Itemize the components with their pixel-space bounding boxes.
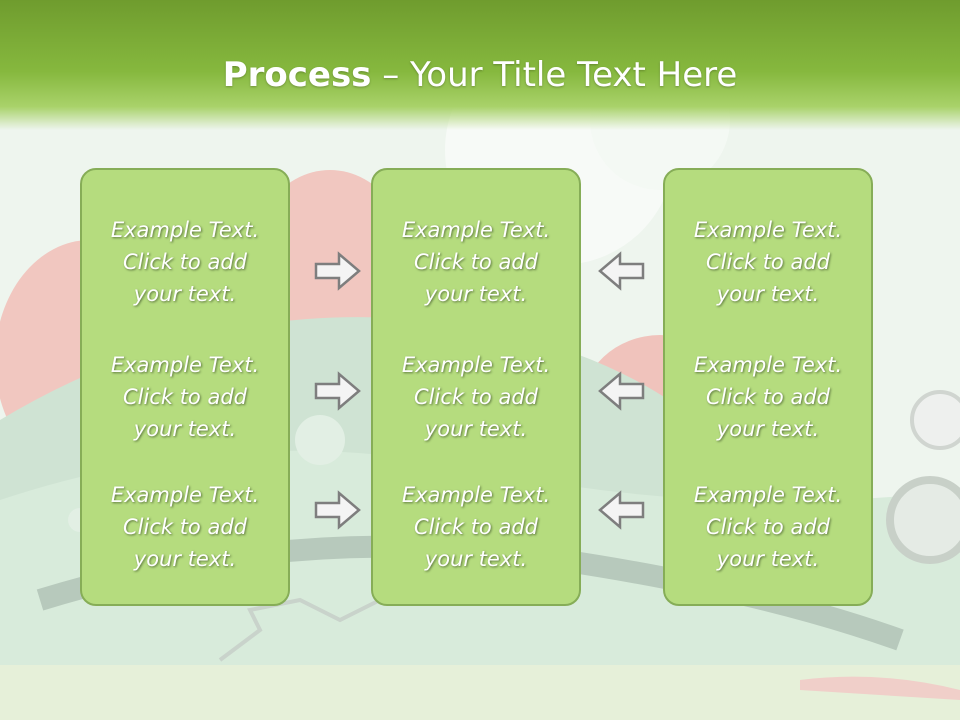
text-placeholder[interactable]: Example Text. Click to add your text.: [82, 349, 288, 445]
text-line: Example Text.: [110, 353, 260, 377]
right-arrow-icon[interactable]: [314, 490, 362, 530]
text-placeholder[interactable]: Example Text. Click to add your text.: [665, 349, 871, 445]
text-line: Click to add: [705, 385, 830, 409]
text-line: Click to add: [705, 250, 830, 274]
text-placeholder[interactable]: Example Text. Click to add your text.: [373, 479, 579, 575]
text-line: Click to add: [122, 385, 247, 409]
text-placeholder[interactable]: Example Text. Click to add your text.: [665, 479, 871, 575]
text-line: your text.: [133, 282, 237, 306]
text-placeholder[interactable]: Example Text. Click to add your text.: [373, 214, 579, 310]
text-placeholder[interactable]: Example Text. Click to add your text.: [82, 214, 288, 310]
text-line: your text.: [424, 547, 528, 571]
text-line: your text.: [716, 547, 820, 571]
text-line: Click to add: [413, 250, 538, 274]
title-bold-text: Process: [222, 55, 372, 95]
right-arrow-icon[interactable]: [314, 251, 362, 291]
left-arrow-icon[interactable]: [597, 371, 645, 411]
text-line: Click to add: [122, 250, 247, 274]
text-placeholder[interactable]: Example Text. Click to add your text.: [373, 349, 579, 445]
slide-title[interactable]: Process – Your Title Text Here: [0, 52, 960, 98]
text-placeholder[interactable]: Example Text. Click to add your text.: [665, 214, 871, 310]
text-line: Example Text.: [110, 483, 260, 507]
text-line: Example Text.: [693, 353, 843, 377]
left-arrow-icon[interactable]: [597, 490, 645, 530]
text-line: Example Text.: [693, 218, 843, 242]
text-line: Example Text.: [401, 218, 551, 242]
text-line: Example Text.: [110, 218, 260, 242]
text-line: your text.: [716, 282, 820, 306]
text-line: Example Text.: [401, 483, 551, 507]
text-line: your text.: [133, 417, 237, 441]
title-rest-text: – Your Title Text Here: [371, 55, 738, 95]
process-box-left[interactable]: Example Text. Click to add your text. Ex…: [80, 168, 290, 606]
text-line: your text.: [424, 282, 528, 306]
text-placeholder[interactable]: Example Text. Click to add your text.: [82, 479, 288, 575]
text-line: Click to add: [122, 515, 247, 539]
text-line: Click to add: [413, 385, 538, 409]
text-line: your text.: [133, 547, 237, 571]
left-arrow-icon[interactable]: [597, 251, 645, 291]
process-box-right[interactable]: Example Text. Click to add your text. Ex…: [663, 168, 873, 606]
text-line: Example Text.: [693, 483, 843, 507]
text-line: Example Text.: [401, 353, 551, 377]
text-line: your text.: [424, 417, 528, 441]
right-arrow-icon[interactable]: [314, 371, 362, 411]
text-line: your text.: [716, 417, 820, 441]
text-line: Click to add: [413, 515, 538, 539]
title-bar: [0, 0, 960, 130]
process-box-center[interactable]: Example Text. Click to add your text. Ex…: [371, 168, 581, 606]
text-line: Click to add: [705, 515, 830, 539]
